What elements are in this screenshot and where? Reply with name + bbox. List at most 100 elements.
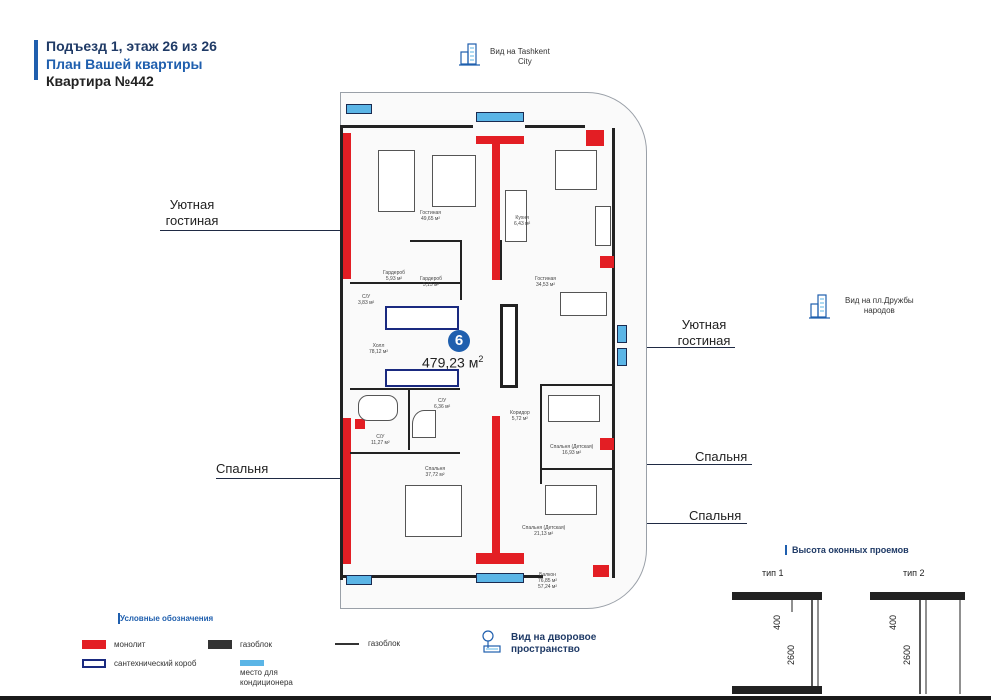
legend-label: сантехнический короб: [114, 659, 197, 668]
monolith-column: [586, 130, 604, 146]
monolith-column: [355, 419, 365, 429]
partition-wall: [350, 282, 460, 284]
callout-line: [216, 478, 360, 479]
window-type-2-label: тип 2: [903, 568, 925, 578]
monolith-wall: [343, 418, 351, 564]
dining-table: [432, 155, 476, 207]
monolith-wall: [476, 553, 524, 564]
window-type-2-diagram: [870, 590, 965, 694]
dining-table: [555, 150, 597, 190]
bed: [545, 485, 597, 515]
outer-wall: [343, 575, 543, 578]
partition-wall: [540, 384, 612, 386]
kitchen-counter: [505, 190, 527, 242]
ac-place: [476, 573, 524, 583]
legend-swatch-ac: [240, 660, 264, 666]
partition-wall: [540, 384, 542, 484]
monolith-wall: [343, 133, 351, 279]
outer-wall: [343, 125, 473, 128]
callout-line: [585, 347, 735, 348]
bathtub: [358, 395, 398, 421]
window-heights-accent-bar: [785, 545, 787, 555]
stair-shaft-inner: [503, 307, 515, 385]
legend-label: монолит: [114, 640, 146, 649]
legend-swatch-monolith: [82, 640, 106, 649]
window-type-1-diagram: [732, 590, 822, 694]
window-heights-title: Высота оконных проемов: [792, 545, 909, 555]
legend-swatch-sanitary: [82, 659, 106, 668]
dim-main-type2: 2600: [902, 644, 912, 665]
partition-wall: [460, 240, 462, 300]
monolith-wall: [492, 140, 500, 280]
monolith-column: [600, 438, 614, 450]
kitchen-island: [560, 292, 607, 316]
window-type-1-label: тип 1: [762, 568, 784, 578]
callout-line: [160, 230, 360, 231]
callout-bedroom-right-1: Спальня: [695, 449, 748, 464]
apartment-number: Квартира №442: [46, 73, 154, 89]
room-label: Спальня (Детская)16,93 м²: [550, 444, 594, 456]
partition-wall: [540, 468, 612, 470]
callout-line: [597, 523, 747, 524]
bed: [405, 485, 462, 537]
legend-swatch-gasblock: [208, 640, 232, 649]
outer-wall: [525, 125, 585, 128]
ac-place: [617, 348, 627, 366]
outer-wall: [612, 128, 615, 578]
legend-swatch-gasblock-line: [335, 643, 359, 645]
legend-title: Условные обозначения: [120, 614, 214, 623]
bed: [548, 395, 600, 422]
partition-wall: [410, 240, 462, 242]
ac-place: [346, 575, 372, 585]
outer-wall: [340, 125, 343, 580]
monolith-wall: [476, 136, 524, 144]
section-number-badge: 6: [448, 330, 470, 352]
monolith-wall: [492, 416, 500, 564]
ac-place: [346, 104, 372, 114]
callout-bedroom-right-2: Спальня: [689, 508, 742, 523]
dim-top-type2: 400: [888, 614, 898, 630]
city-building-icon: [808, 293, 832, 321]
callout-bedroom-left: Спальня: [216, 461, 269, 476]
legend-label: газоблок: [368, 639, 401, 648]
courtyard-tree-icon: [480, 628, 504, 656]
total-area: 479,23 м2: [422, 354, 484, 371]
partition-wall: [408, 390, 410, 450]
sanitary-box: [385, 369, 459, 387]
legend-label: газоблок: [240, 640, 273, 649]
dim-top-type1: 400: [772, 614, 782, 630]
partition-wall: [350, 452, 460, 454]
dim-main-type1: 2600: [786, 644, 796, 665]
sofa: [378, 150, 415, 212]
ac-place: [617, 325, 627, 343]
ac-place: [476, 112, 524, 122]
room-label: Спальня (Детская)21,13 м²: [522, 525, 566, 537]
title-accent-bar: [34, 40, 38, 80]
monolith-column: [593, 565, 609, 577]
monolith-column: [600, 256, 614, 268]
entrance-floor-title: Подъезд 1, этаж 26 из 26: [46, 38, 217, 54]
plan-subtitle: План Вашей квартиры: [46, 56, 203, 72]
callout-line: [592, 464, 752, 465]
partition-wall: [500, 240, 502, 280]
bottom-edge: [0, 696, 991, 700]
legend-accent-bar: [118, 613, 120, 624]
partition-wall: [350, 388, 460, 390]
